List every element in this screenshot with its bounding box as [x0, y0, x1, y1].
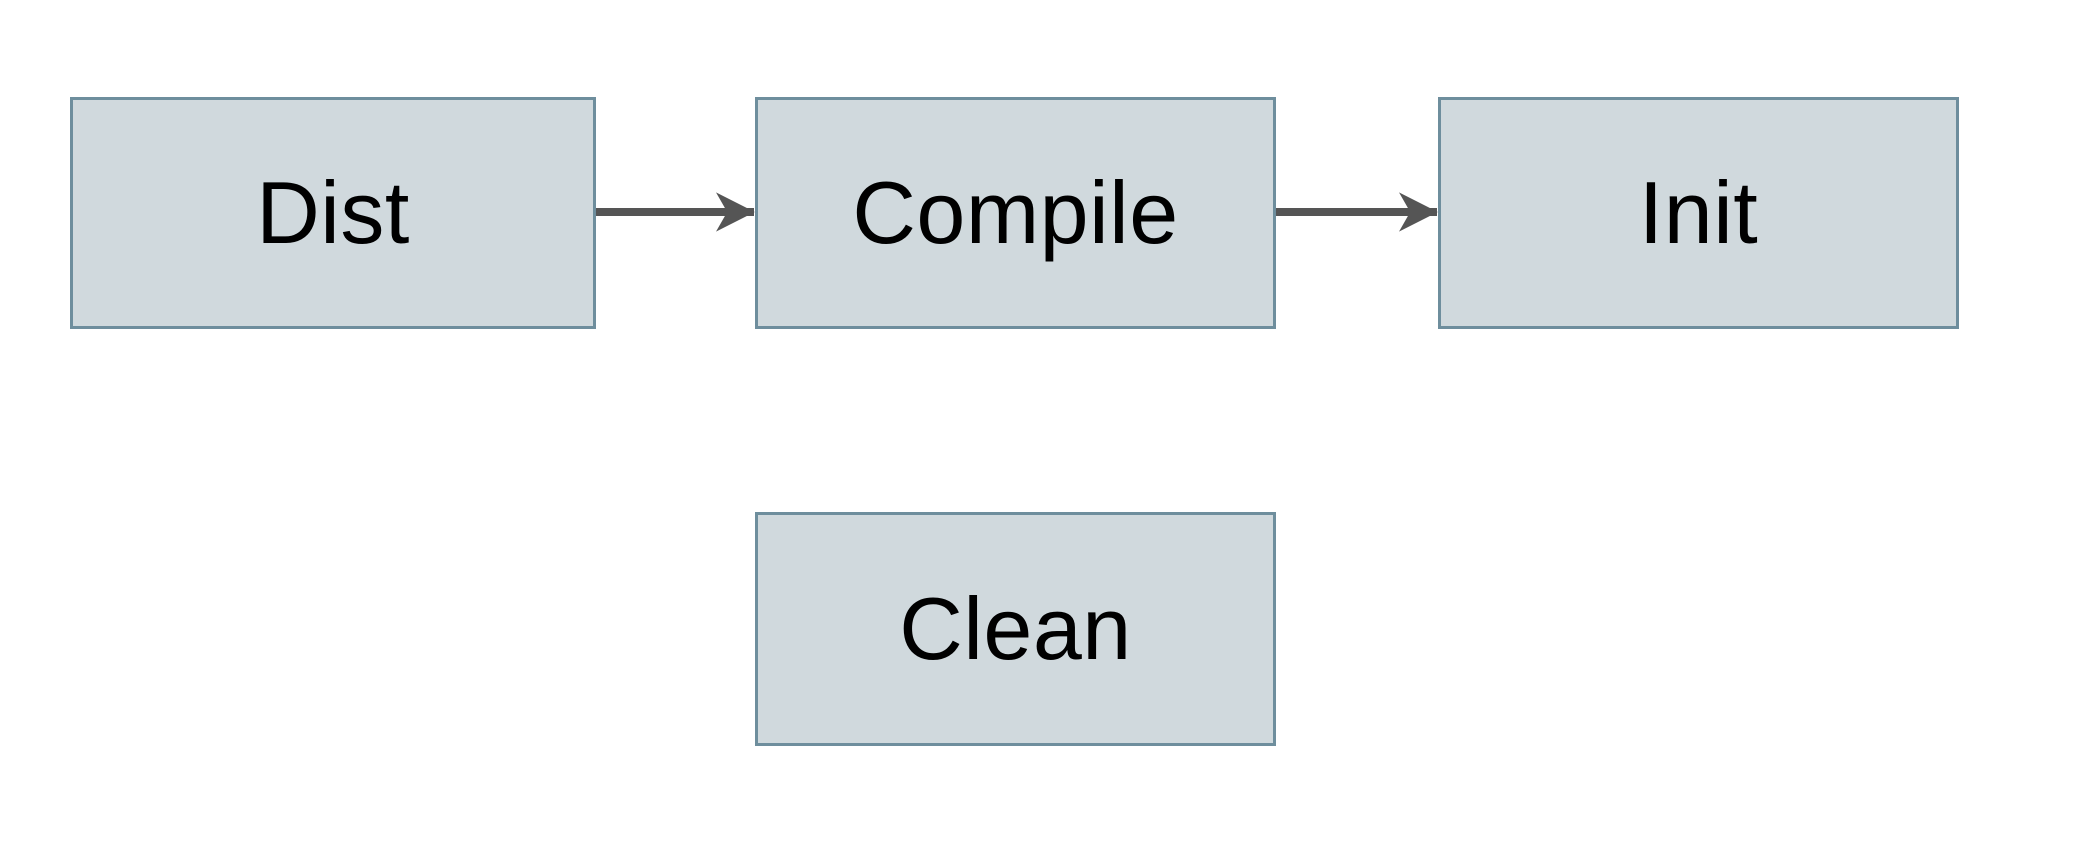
node-label-compile: Compile — [852, 163, 1179, 262]
node-label-clean: Clean — [899, 579, 1132, 678]
node-label-init: Init — [1638, 163, 1759, 262]
node-dist[interactable]: Dist — [70, 97, 596, 329]
node-init[interactable]: Init — [1438, 97, 1959, 329]
node-clean[interactable]: Clean — [755, 512, 1276, 746]
node-label-dist: Dist — [256, 163, 410, 262]
node-compile[interactable]: Compile — [755, 97, 1276, 329]
